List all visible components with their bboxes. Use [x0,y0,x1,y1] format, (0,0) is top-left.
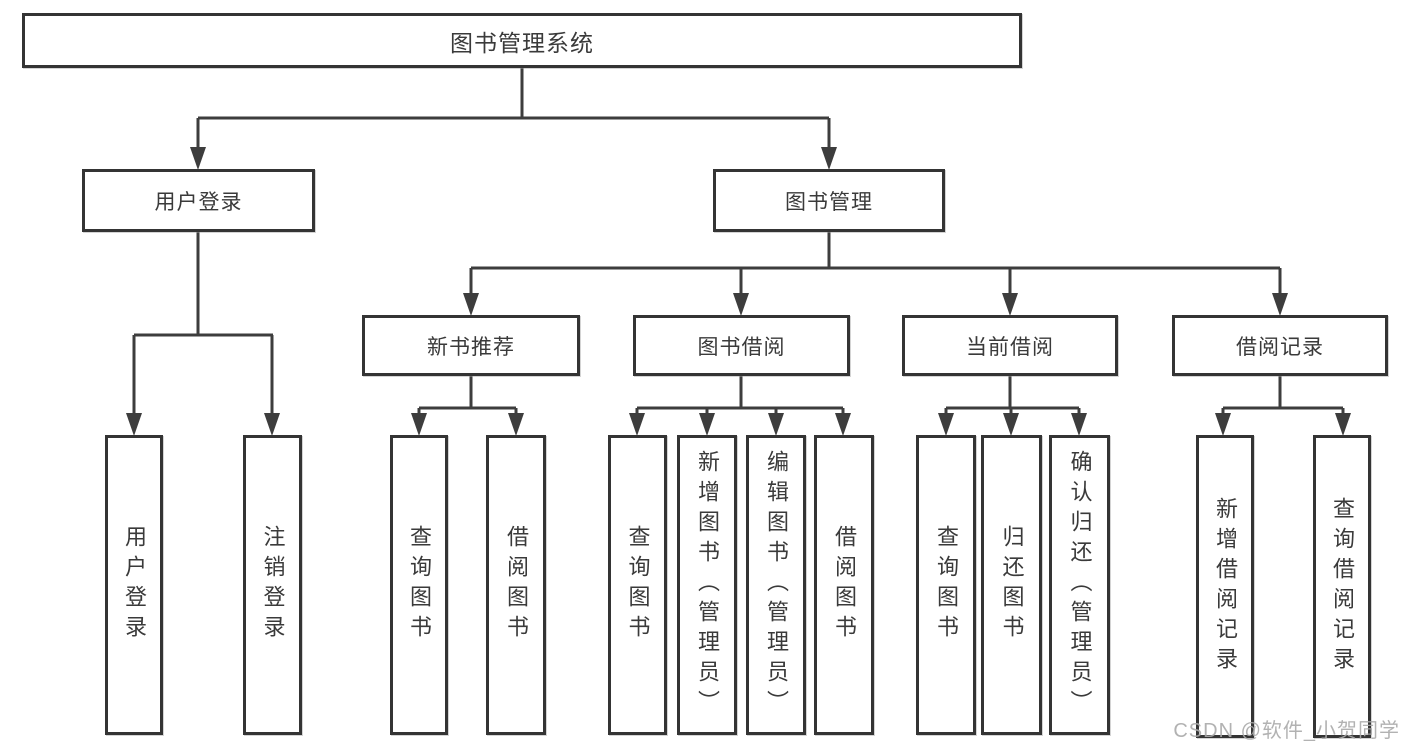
leaf-current-query-books-label: 查询图书 [934,525,959,645]
leaf-confirm-return-admin-label: 确认归还（管理员） [1067,450,1093,720]
leaf-logout-label: 注销登录 [260,525,286,645]
leaf-borrowing-query-books-label: 查询图书 [625,525,651,645]
arrowheads [126,147,1351,436]
leaf-edit-book-admin: 编辑图书（管理员） [746,435,806,735]
leaf-return-books: 归还图书 [981,435,1042,735]
node-book-management: 图书管理 [713,169,945,232]
leaf-borrow-books-label: 借阅图书 [832,525,857,645]
leaf-user-login: 用户登录 [105,435,163,735]
leaf-recommend-query-books: 查询图书 [390,435,448,735]
leaf-add-borrow-record: 新增借阅记录 [1196,435,1254,738]
node-book-management-label: 图书管理 [785,190,873,214]
leaf-edit-book-admin-label: 编辑图书（管理员） [764,450,789,720]
leaf-query-borrow-record-label: 查询借阅记录 [1330,496,1355,677]
leaf-add-book-admin: 新增图书（管理员） [677,435,737,735]
leaf-borrow-books: 借阅图书 [814,435,874,735]
leaf-return-books-label: 归还图书 [999,525,1025,645]
leaf-borrowing-query-books: 查询图书 [608,435,667,735]
node-current-borrowing-label: 当前借阅 [966,335,1054,359]
leaf-recommend-query-books-label: 查询图书 [407,525,432,645]
node-root: 图书管理系统 [22,13,1022,68]
leaf-user-login-label: 用户登录 [122,525,147,645]
leaf-query-borrow-record: 查询借阅记录 [1313,435,1371,738]
node-book-borrowing: 图书借阅 [633,315,850,376]
node-user-login: 用户登录 [82,169,315,232]
node-current-borrowing: 当前借阅 [902,315,1118,376]
leaf-confirm-return-admin: 确认归还（管理员） [1049,435,1110,735]
leaf-current-query-books: 查询图书 [916,435,976,735]
leaf-add-book-admin-label: 新增图书（管理员） [695,450,720,720]
leaf-add-borrow-record-label: 新增借阅记录 [1213,496,1238,677]
csdn-watermark: CSDN @软件_小贺同学 [1173,720,1400,742]
node-new-book-recommend-label: 新书推荐 [427,335,515,359]
node-root-label: 图书管理系统 [450,29,594,56]
leaf-recommend-borrow-books: 借阅图书 [486,435,546,735]
leaf-recommend-borrow-books-label: 借阅图书 [504,525,529,645]
node-new-book-recommend: 新书推荐 [362,315,580,376]
node-borrow-records: 借阅记录 [1172,315,1388,376]
leaf-logout: 注销登录 [243,435,302,735]
node-borrow-records-label: 借阅记录 [1236,335,1324,359]
node-book-borrowing-label: 图书借阅 [697,335,786,359]
node-user-login-label: 用户登录 [154,190,243,214]
